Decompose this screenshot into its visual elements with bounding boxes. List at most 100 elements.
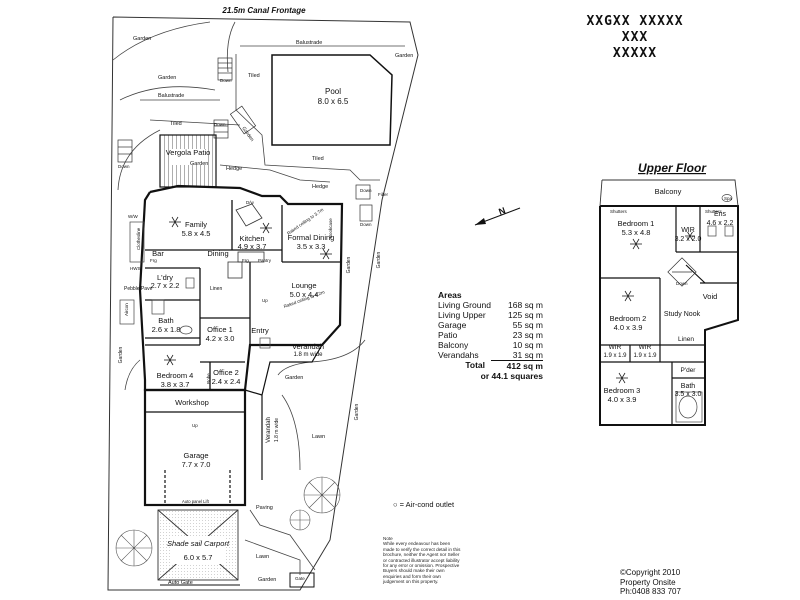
gates	[160, 572, 315, 588]
paving-label: Paving	[256, 505, 273, 511]
room-name: L'dry	[157, 273, 173, 282]
up-label: Up	[262, 298, 268, 303]
room-name: Bath	[158, 316, 173, 325]
area-squares-row: or 44.1 squares	[438, 371, 543, 381]
room-name: Office 2	[213, 368, 239, 377]
filter-label: Filter	[378, 192, 389, 197]
garden-label: Garden	[395, 53, 413, 59]
clothesline-label: Clothesline	[136, 227, 141, 250]
gate-label: Gate	[295, 576, 305, 581]
room-name: Study Nook	[664, 311, 701, 318]
shutters-label: Shutters	[610, 209, 628, 214]
room-dim: 4.9 x 3.7	[238, 242, 267, 251]
note-title: Note	[383, 536, 393, 541]
room-name: Family	[185, 220, 207, 229]
vergola-patio: Vergola Patio	[159, 134, 217, 188]
pebble-pave-label: Pebble Pave	[124, 286, 153, 292]
frontage-label: 21.5m Canal Frontage	[221, 6, 306, 15]
upper-floor: Upper Floor	[599, 161, 739, 426]
up-label: Up	[192, 423, 198, 428]
shutters-label: Shutters	[705, 209, 723, 214]
pantry-label: Pantry	[258, 258, 272, 263]
bookcase-label: Bookcase	[328, 218, 333, 238]
room-name: Formal Dining	[288, 233, 335, 242]
room-dim: 3.8 x 3.7	[161, 380, 190, 389]
room-dim: 4.0 x 3.9	[614, 323, 643, 332]
house-walls	[138, 184, 344, 392]
area-label: Garage	[438, 320, 467, 330]
linen-label: Linen	[210, 286, 222, 292]
area-value: 125 sq m	[508, 310, 543, 320]
interior-walls	[145, 200, 340, 390]
room-dim: 4.6 x 2.2	[707, 220, 734, 227]
garden-label: Garden	[158, 75, 176, 81]
room-name: Pool	[325, 87, 341, 96]
room-dim: 2.6 x 1.8	[152, 325, 181, 334]
site-labels: 21.5m Canal Frontage Garden Garden Garde…	[118, 6, 413, 586]
ceiling-fans	[164, 216, 332, 366]
ground-room-labels: Family 5.8 x 4.5 Kitchen 4.9 x 3.7 Forma…	[151, 220, 335, 562]
room-name: Vergola Patio	[166, 148, 211, 157]
room-name: Workshop	[175, 398, 209, 407]
room-dim: 1.9 x 1.9	[633, 353, 657, 359]
north-label: N	[497, 205, 507, 217]
room-name: WIR	[681, 227, 695, 234]
down-label: Down	[118, 164, 130, 169]
area-label: Patio	[438, 330, 458, 340]
north-arrow: N	[474, 205, 521, 226]
garden-label: Garden	[133, 36, 151, 42]
room-name: Dining	[207, 249, 228, 258]
spa-label: Spa	[724, 196, 733, 201]
area-value: 55 sq m	[512, 320, 543, 330]
down-label: Down	[360, 188, 372, 193]
room-name: Balcony	[655, 187, 682, 196]
room-dim: 3.5 x 3.0	[675, 391, 702, 398]
credit-line: Property Onsite	[620, 577, 676, 587]
room-dim: 2.4 x 2.4	[212, 377, 241, 386]
garden-label: Garden	[258, 577, 276, 583]
fridge-label: Frg	[242, 258, 249, 263]
room-name: Bar	[152, 249, 164, 258]
legend-text: = Air-cond outlet	[399, 500, 455, 509]
carport-label-bg	[172, 536, 224, 564]
hedge-label: Hedge	[226, 166, 242, 172]
dw-label: D/w	[246, 200, 255, 205]
lawn-label: Lawn	[312, 434, 325, 440]
area-squares: or 44.1 squares	[480, 371, 543, 381]
verandah	[244, 344, 323, 480]
tiled-label: Tiled	[312, 156, 324, 162]
lot-boundary	[107, 16, 419, 591]
credit-line: ©Copyright 2010	[620, 568, 681, 577]
room-name: P'der	[681, 367, 697, 374]
copyright-credit: ©Copyright 2010 Property Onsite Ph:0408 …	[620, 568, 681, 597]
room-name: Bedroom 3	[604, 386, 641, 395]
room-name: Lounge	[291, 281, 316, 290]
verandah-side-label: Verandah	[266, 417, 272, 443]
brand-logo-line: XXXXX	[612, 46, 658, 61]
area-value: 10 sq m	[512, 340, 543, 350]
kitchen-bench	[227, 203, 265, 279]
area-value: 23 sq m	[512, 330, 543, 340]
garden-label: Garden	[346, 256, 352, 273]
room-name: Ens	[714, 211, 727, 218]
balustrade-label: Balustrade	[158, 93, 184, 99]
room-name: Garage	[183, 451, 208, 460]
down-label: Down	[214, 122, 226, 127]
pool: Pool 8.0 x 6.5	[271, 54, 393, 146]
garden-label: Garden	[190, 161, 208, 167]
stairs	[117, 57, 373, 222]
room-name: Void	[703, 292, 718, 301]
room-dim: 1.8 m wide	[293, 352, 323, 358]
tiled-label: Tiled	[170, 121, 182, 127]
room-name: Bedroom 1	[618, 219, 655, 228]
room-name: Entry	[251, 326, 269, 335]
credit-line: Ph:0408 833 707	[620, 587, 681, 596]
disclaimer-note: Note While every endeavour has been made…	[383, 536, 461, 585]
area-value: 31 sq m	[512, 350, 543, 360]
raked-ceiling-label: Raked ceiling to 3.7m	[286, 207, 325, 236]
room-dim: 2.7 x 2.2	[151, 281, 180, 290]
